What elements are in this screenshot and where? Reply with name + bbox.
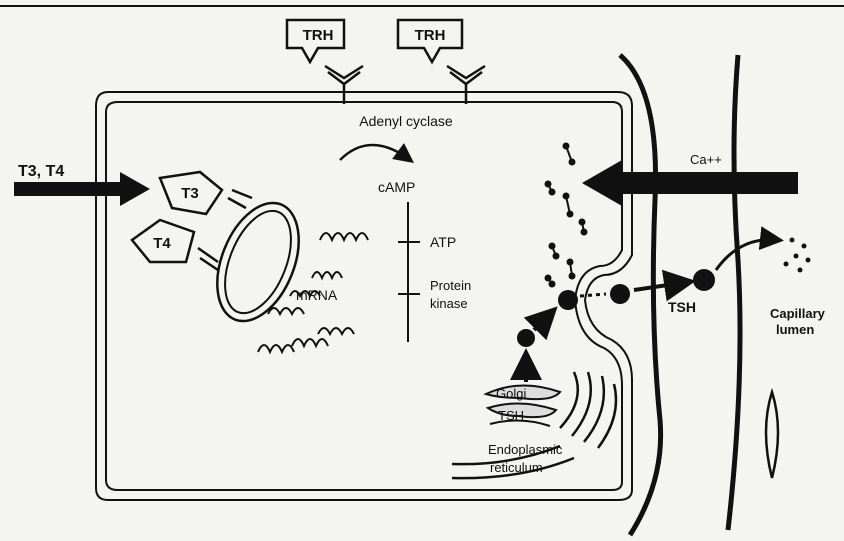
trh-label-right: TRH <box>415 27 446 44</box>
t3-receptor <box>160 172 252 214</box>
mrna-label: mRNA <box>296 287 338 303</box>
tsh-release-arrow <box>634 282 688 290</box>
t3-box-label: T3 <box>181 185 199 202</box>
tsh-granule <box>693 269 715 291</box>
mrna-strand <box>258 345 294 352</box>
granule-move-arrow <box>534 312 552 330</box>
tsh-granule <box>558 290 578 310</box>
capillary-label-2: lumen <box>776 322 814 337</box>
released-tsh-dots <box>784 238 811 273</box>
tsh-label: TSH <box>668 299 696 315</box>
mrna-strand <box>320 233 368 240</box>
calcium-ion <box>568 260 575 279</box>
calcium-label: Ca++ <box>690 152 722 167</box>
protein-kinase-label-2: kinase <box>430 296 468 311</box>
golgi-label: Golgi <box>496 386 526 401</box>
tsh-diffuse-arrow <box>716 240 778 270</box>
calcium-ion <box>550 244 559 259</box>
calcium-ion <box>546 276 555 287</box>
t3-t4-label: T3, T4 <box>18 163 64 180</box>
protein-kinase-label-1: Protein <box>430 278 471 293</box>
exocytosis-path <box>580 294 606 296</box>
golgi-tsh-label: TSH <box>498 408 524 423</box>
capillary-label-1: Capillary <box>770 306 826 321</box>
tsh-granule <box>517 329 535 347</box>
mrna-strand <box>312 272 342 278</box>
adenyl-cyclase-label: Adenyl cyclase <box>359 113 453 129</box>
atp-label: ATP <box>430 234 456 250</box>
er-label-2: reticulum <box>490 460 543 475</box>
t4-receptor <box>132 220 218 270</box>
t4-box-label: T4 <box>153 235 171 252</box>
tsh-granule <box>610 284 630 304</box>
calcium-ion <box>564 144 575 165</box>
er-label-1: Endoplasmic <box>488 442 563 457</box>
trh-label-left: TRH <box>303 27 334 44</box>
calcium-ion <box>580 220 587 235</box>
calcium-ions <box>546 144 587 287</box>
calcium-ion <box>564 194 573 217</box>
curved-arrow <box>340 145 410 160</box>
camp-label: cAMP <box>378 179 415 195</box>
cell-membrane-inner <box>106 102 622 490</box>
capillary-fenestration <box>766 392 778 478</box>
mrna-strand <box>268 308 304 314</box>
cell-membrane-outer <box>96 92 632 500</box>
mrna-strand <box>292 339 328 346</box>
nucleus-outer <box>201 191 314 333</box>
calcium-ion <box>546 182 555 195</box>
capillary-wall-right <box>728 55 740 530</box>
er-fold <box>560 372 578 428</box>
mrna-strand <box>318 328 354 334</box>
nucleus-inner <box>212 201 304 322</box>
